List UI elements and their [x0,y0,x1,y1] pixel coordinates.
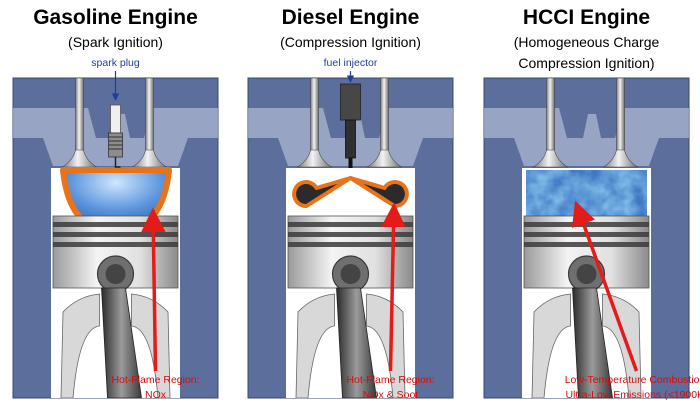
charge-texture [526,170,647,222]
fuel-injector-body [340,83,361,121]
piston-ring-3 [524,242,649,247]
panel-title: Gasoline Engine [33,6,198,29]
exhaust-valve-head [602,149,639,168]
piston-ring-2 [53,232,178,237]
wrist-pin-bore [576,264,597,284]
panel-subtitle: Compression Ignition) [518,55,654,71]
piston-skirt-left [295,293,335,399]
panel-subtitle: (Homogeneous Charge [514,34,660,50]
intake-exhaust-ports [484,108,689,166]
exhaust-valve-head [366,149,403,168]
panel-subtitle: (Compression Ignition) [280,34,421,50]
component-callout-label: fuel injector [324,57,378,69]
piston-skirt-right [602,293,642,399]
connecting-rod [336,287,377,399]
panel-title: Diesel Engine [282,6,420,29]
piston-ring-3 [53,242,178,247]
wrist-pin-bore [340,264,361,284]
piston-skirt-left [531,293,571,399]
piston-skirt-left [60,293,100,399]
wrist-pin-bore [105,264,126,284]
combustion-note: NOx [145,389,167,401]
fuel-injector-nozzle [345,119,356,159]
piston-ring-1 [288,222,413,227]
combustion-note: Hot-Flame Region: [111,374,199,386]
spark-plug-electrode [114,157,121,168]
combustion-note: NOx & Soot [363,389,419,401]
note-pointer-arrow [381,202,406,372]
combustion-note: Hot-Flame Region: [346,374,434,386]
exhaust-valve-stem [380,77,389,159]
piston-ring-1 [53,222,178,227]
connecting-rod [572,287,613,399]
note-pointer-arrow [571,200,639,372]
engine-panel-3: HCCI Engine (Homogeneous ChargeCompressio… [483,6,700,401]
panel-title: HCCI Engine [523,6,650,29]
exhaust-valve-stem [145,77,154,159]
piston-ring-2 [288,232,413,237]
spark-plug-insulator [110,104,121,134]
engine-panel-2: Diesel Engine (Compression Ignition) fuel … [247,6,454,401]
note-pointer-arrow [141,207,166,372]
intake-valve-head [532,149,569,168]
fuel-spray-left [292,176,353,209]
intake-valve-stem [546,77,555,159]
combustion-note: Ultra-Low Emissions (<1900K) [565,389,700,401]
exhaust-valve-stem [616,77,625,159]
panel-subtitle: (Spark Ignition) [68,34,163,50]
piston-ring-1 [524,222,649,227]
connecting-rod [101,287,142,399]
piston-ring-3 [288,242,413,247]
intake-valve-stem [75,77,84,159]
component-callout-label: spark plug [91,57,140,69]
combustion-note: Low-Temperature Combustion: [565,374,700,386]
piston-skirt-right [366,293,406,399]
intake-valve-head [296,149,333,168]
engine-panel-1: Gasoline Engine (Spark Ignition) spark plu… [12,6,219,401]
intake-valve-stem [310,77,319,159]
fuel-injector-tip [348,158,353,168]
